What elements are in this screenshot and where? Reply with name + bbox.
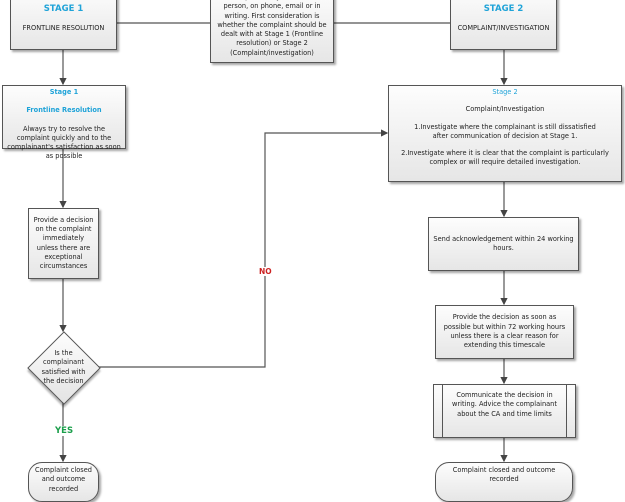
stage2-header-subtitle: COMPLAINT/INVESTIGATION bbox=[457, 24, 550, 32]
no-label: NO bbox=[259, 267, 272, 276]
stage1-detail-title: Stage 1 bbox=[49, 88, 79, 96]
stage1-decision-box: Provide a decision on the complaint imme… bbox=[28, 208, 99, 279]
stage1-end-terminal: Complaint closed and outcome recorded bbox=[28, 462, 99, 502]
stage2-decision-text: Provide the decision as soon as possible… bbox=[443, 313, 566, 350]
arrow-no bbox=[98, 129, 389, 368]
intro-text: A complaint may be made in person, on ph… bbox=[217, 0, 327, 57]
intro-box: A complaint may be made in person, on ph… bbox=[210, 0, 334, 63]
stage2-header-title: STAGE 2 bbox=[483, 3, 524, 14]
stage2-end-text: Complaint closed and outcome recorded bbox=[452, 466, 556, 484]
stage1-decision-text: Provide a decision on the complaint imme… bbox=[33, 215, 94, 271]
stage1-detail-text: Always try to resolve the complaint quic… bbox=[7, 124, 121, 161]
stage2-header-box: STAGE 2 COMPLAINT/INVESTIGATION bbox=[450, 0, 557, 50]
stage2-point-2: 2.Investigate where it is clear that the… bbox=[401, 149, 609, 167]
communicate-box: Communicate the decision in writing. Adv… bbox=[433, 384, 576, 438]
acknowledge-box: Send acknowledgement within 24 working h… bbox=[428, 217, 579, 271]
satisfied-decision-diamond: Is the complainant satisfied with the de… bbox=[27, 331, 101, 405]
stage2-detail-title: Stage 2 bbox=[492, 88, 518, 96]
stage1-header-box: STAGE 1 FRONTLINE RESOLUTION bbox=[10, 0, 117, 50]
stage2-decision-box: Provide the decision as soon as possible… bbox=[435, 305, 574, 359]
yes-label: YES bbox=[55, 426, 74, 436]
stage2-end-terminal: Complaint closed and outcome recorded bbox=[435, 462, 573, 502]
stage2-detail-subtitle: Complaint/Investigation bbox=[465, 105, 545, 114]
acknowledge-text: Send acknowledgement within 24 working h… bbox=[433, 234, 574, 252]
stage2-detail-box: Stage 2 Complaint/Investigation 1.Invest… bbox=[388, 85, 622, 182]
stage1-detail-subtitle: Frontline Resolution bbox=[26, 106, 102, 115]
stage1-header-subtitle: FRONTLINE RESOLUTION bbox=[22, 24, 105, 32]
communicate-text: Communicate the decision in writing. Adv… bbox=[452, 391, 557, 418]
satisfied-text: Is the complainant satisfied with the de… bbox=[41, 348, 86, 385]
stage1-detail-box: Stage 1 Frontline Resolution Always try … bbox=[2, 85, 126, 160]
stage1-header-title: STAGE 1 bbox=[43, 3, 84, 14]
stage2-point-1: 1.Investigate where the complainant is s… bbox=[414, 122, 596, 140]
